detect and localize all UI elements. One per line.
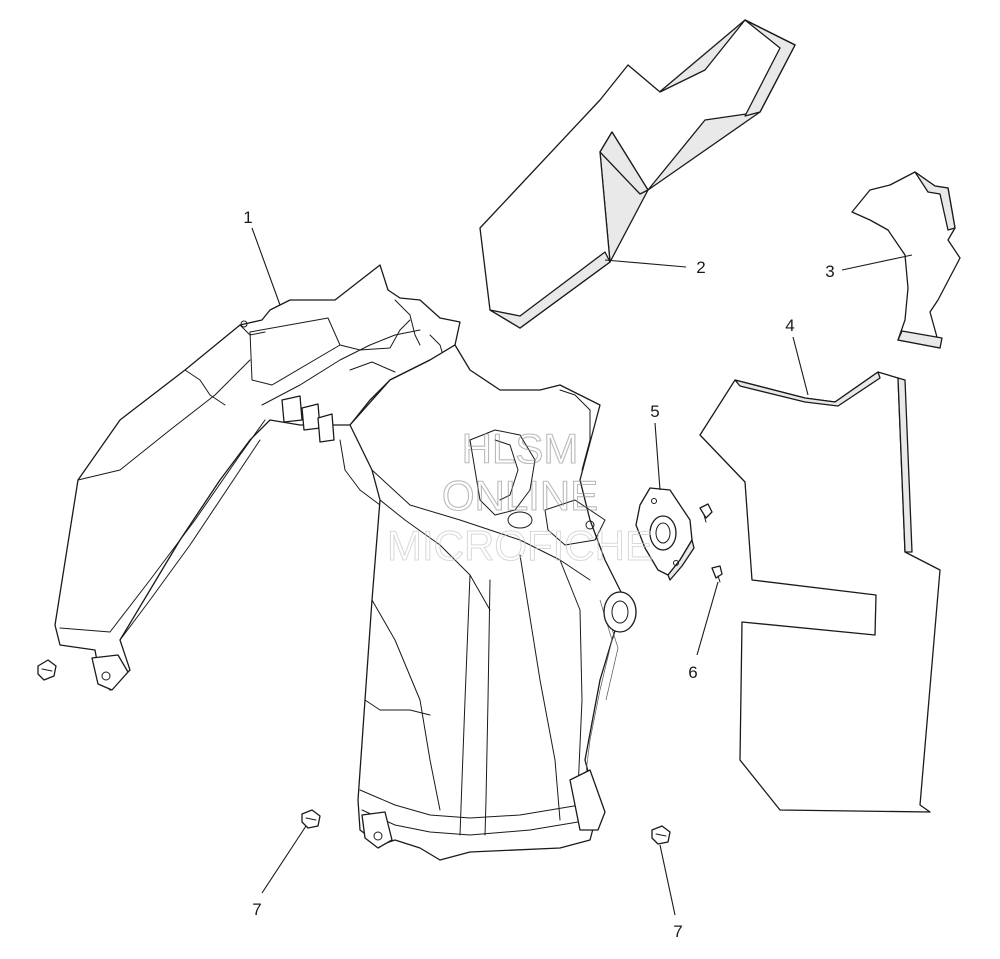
callout-1: 1 xyxy=(243,208,252,227)
watermark: HLSM ONLINE MICROFICHE xyxy=(387,424,654,569)
watermark-line-1: HLSM xyxy=(462,425,579,472)
part-2-foam-pad xyxy=(479,19,796,329)
leader-5 xyxy=(654,422,661,491)
leader-lines xyxy=(251,227,913,916)
leader-7b xyxy=(659,844,676,916)
leader-6 xyxy=(696,581,719,656)
callout-6: 6 xyxy=(688,663,697,682)
callout-5: 5 xyxy=(650,402,659,421)
leader-2 xyxy=(604,259,687,268)
watermark-line-3: MICROFICHE xyxy=(387,522,653,569)
part-4-foam-panel xyxy=(699,371,941,813)
watermark-line-2: ONLINE xyxy=(442,472,598,519)
part-1-fender-assembly xyxy=(54,264,461,691)
part-3-foam-piece xyxy=(851,171,961,349)
leader-4 xyxy=(792,336,809,396)
part-7-screws xyxy=(37,659,671,845)
callout-3: 3 xyxy=(825,262,834,281)
leader-3 xyxy=(841,254,913,271)
part-1-inner-panel xyxy=(349,344,637,861)
part-6-push-pins xyxy=(699,503,723,583)
leader-1 xyxy=(251,227,281,306)
callout-2: 2 xyxy=(696,258,705,277)
callout-7-left: 7 xyxy=(252,900,261,919)
callout-labels: 1 2 3 4 5 6 7 7 xyxy=(243,208,834,941)
leader-7a xyxy=(261,825,307,894)
part-5-grommet-plate xyxy=(635,487,695,581)
callout-4: 4 xyxy=(785,316,794,335)
callout-7-right: 7 xyxy=(673,922,682,941)
